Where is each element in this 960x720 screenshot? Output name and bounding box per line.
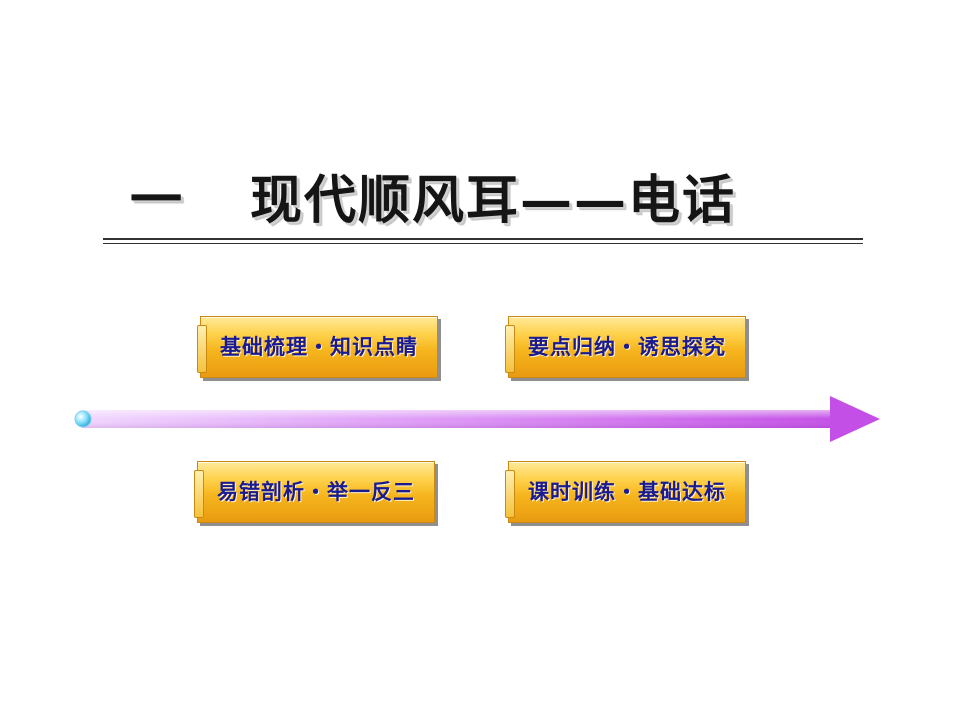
basics-button-label: 基础梳理・知识点睛	[220, 335, 418, 359]
arrow-start-dot	[74, 410, 92, 428]
practice-button-label: 课时训练・基础达标	[528, 480, 726, 504]
page-title: 一 现代顺风耳——电话	[130, 168, 850, 234]
errors-button[interactable]: 易错剖析・举一反三	[194, 461, 435, 523]
basics-button[interactable]: 基础梳理・知识点睛	[197, 316, 438, 378]
title-underline	[103, 238, 863, 240]
key-points-button-label: 要点归纳・诱思探究	[528, 335, 726, 359]
button-tab-decoration	[197, 325, 207, 373]
button-tab-decoration	[505, 470, 515, 518]
button-tab-decoration	[505, 325, 515, 373]
button-tab-decoration	[194, 470, 204, 518]
arrow-shaft-shine	[82, 410, 837, 428]
section-title: 现代顺风耳——电话	[250, 170, 737, 231]
key-points-button[interactable]: 要点归纳・诱思探究	[505, 316, 746, 378]
timeline-arrow	[70, 393, 885, 445]
errors-button-label: 易错剖析・举一反三	[217, 480, 415, 504]
title-underline-thin	[103, 243, 863, 244]
arrow-head	[830, 396, 880, 442]
section-number: 一	[130, 170, 185, 231]
practice-button[interactable]: 课时训练・基础达标	[505, 461, 746, 523]
